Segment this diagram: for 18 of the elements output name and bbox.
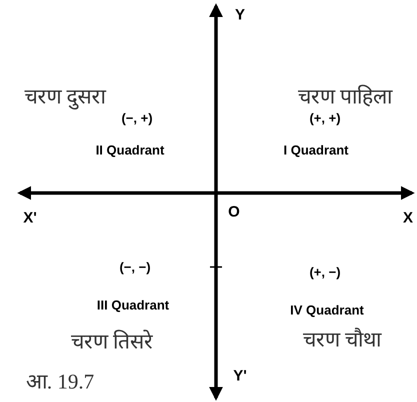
- quadrant-label: III Quadrant: [96, 298, 170, 312]
- quadrant-name: चरण पाहिला: [298, 86, 392, 108]
- axis-label: X': [23, 210, 37, 226]
- quadrant-name: चरण चौथा: [302, 330, 382, 350]
- axis-label: Y': [233, 368, 247, 384]
- axis-label: X: [403, 210, 413, 226]
- quadrant-label: II Quadrant: [96, 144, 164, 156]
- quadrant-label: I Quadrant: [284, 144, 348, 156]
- figure-caption: आ. 19.7: [26, 372, 94, 392]
- quadrant-name: चरण दुसरा: [24, 86, 106, 108]
- origin-label: O: [228, 204, 240, 220]
- axis-label: Y: [235, 8, 245, 22]
- sign-label: (−, −): [119, 260, 151, 274]
- quadrant-name: चरण तिसरे: [70, 332, 154, 352]
- sign-label: (−, +): [121, 112, 153, 124]
- quadrant-label: IV Quadrant: [290, 304, 364, 316]
- sign-label: (+, +): [309, 112, 341, 124]
- sign-label: (+, −): [309, 266, 341, 278]
